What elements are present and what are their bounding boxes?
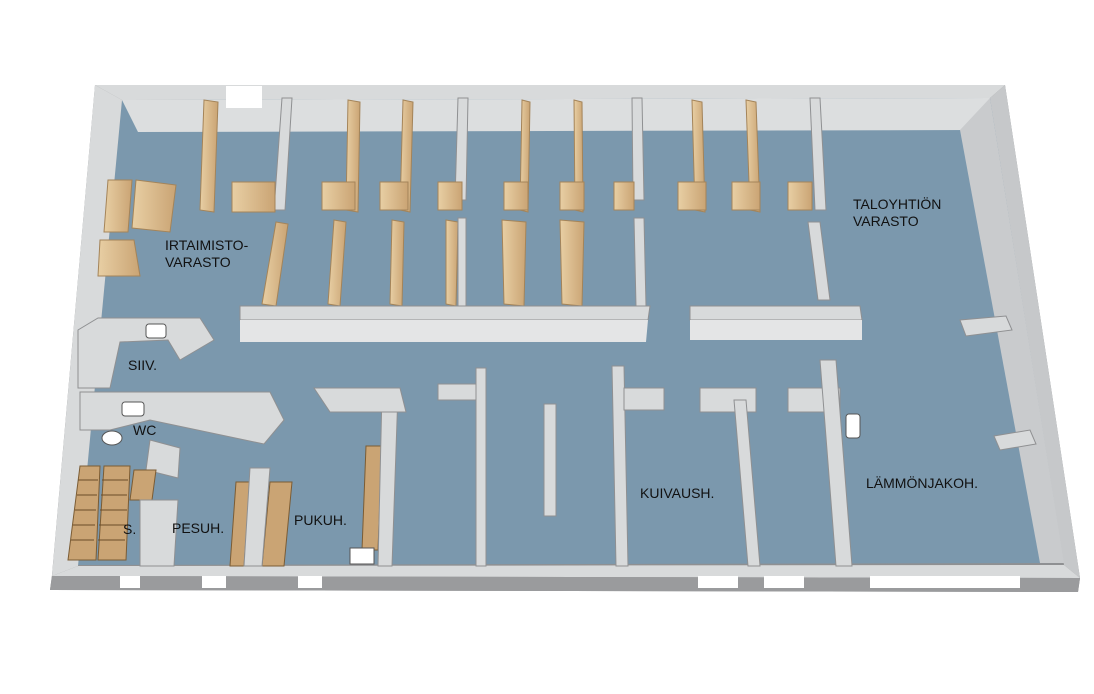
- bench-slats: [71, 479, 128, 541]
- sink-lammonjakoh-icon: [845, 413, 861, 439]
- pukuh-benches: [229, 445, 383, 567]
- storage-doors-middle: [261, 219, 585, 307]
- pukuh-wall: [243, 467, 271, 567]
- corridor-wall-face: [240, 320, 648, 342]
- outer-wall-top-north: [95, 85, 1005, 100]
- room-label-s: S.: [123, 521, 137, 537]
- storage-partitions: [273, 97, 827, 211]
- room-label-pesuh: PESUH.: [172, 520, 225, 536]
- east-wall-niches: [959, 315, 1037, 451]
- storage-partitions-middle: [457, 217, 831, 307]
- outer-wall-top-east: [990, 85, 1080, 578]
- pukuh-door: [349, 547, 375, 565]
- pesuh-wall: [139, 499, 179, 567]
- room-label-wc: WC: [133, 422, 157, 438]
- south-walls: [437, 359, 853, 567]
- corridor-wall-east-face: [690, 320, 862, 340]
- room-label-taloyhtion-varasto: TALOYHTIÖN VARASTO: [853, 196, 941, 230]
- sink-siiv-icon: [145, 323, 167, 339]
- corridor-wall-east-top: [689, 305, 863, 321]
- room-label-line2: VARASTO: [853, 213, 919, 229]
- sink-wc-icon: [121, 401, 145, 417]
- room-label-siiv: SIIV.: [128, 357, 158, 373]
- wc-inner-wall: [145, 439, 181, 479]
- pukuh-north-wall: [313, 387, 407, 413]
- room-label-irtaimistovarasto: IRTAIMISTO- VARASTO: [165, 237, 248, 271]
- south-openings: [120, 576, 1020, 588]
- sauna-benches: [67, 465, 157, 561]
- outer-wall-top-south: [52, 565, 1080, 578]
- room-label-pukuh: PUKUH.: [294, 512, 347, 528]
- north-notch: [226, 86, 262, 108]
- storage-doors-top: [97, 99, 813, 277]
- corridor-wall-top: [239, 305, 651, 321]
- room-label-line1: TALOYHTIÖN: [853, 196, 942, 212]
- room-label-line2: VARASTO: [165, 254, 231, 270]
- siiv-walls: [77, 317, 215, 389]
- north-wall-inner-face: [122, 98, 990, 132]
- toilet-icon: [101, 430, 123, 446]
- room-label-lammonjakoh: LÄMMÖNJAKOH.: [866, 475, 979, 491]
- room-label-kuivaush: KUIVAUSH.: [640, 485, 715, 501]
- room-label-line1: IRTAIMISTO-: [165, 237, 249, 253]
